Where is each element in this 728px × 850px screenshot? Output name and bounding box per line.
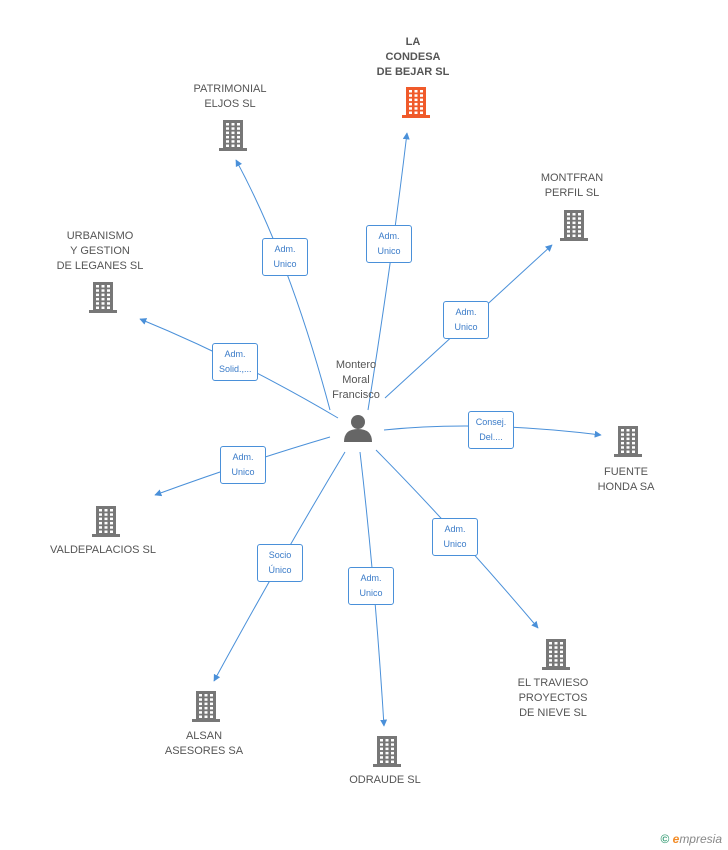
building-icon-odraude: [373, 736, 401, 767]
company-name-la-condesa[interactable]: LA CONDESA DE BEJAR SL: [376, 35, 450, 78]
building-icon-la-condesa: [402, 87, 430, 118]
building-icon-valdepalacios: [92, 506, 120, 537]
person-name[interactable]: Montero Moral Francisco: [332, 359, 380, 401]
edge-label-la-condesa[interactable]: Adm. Unico: [366, 225, 412, 263]
edge-label-urbanismo[interactable]: Adm. Solid.,...: [212, 343, 258, 381]
company-name-el-travieso[interactable]: EL TRAVIESO PROYECTOS DE NIEVE SL: [517, 676, 589, 719]
building-icon-el-travieso: [542, 639, 570, 670]
company-name-montfran[interactable]: MONTFRAN PERFIL SL: [540, 172, 604, 199]
building-icon-fuente-honda: [614, 426, 642, 457]
company-name-valdepalacios[interactable]: VALDEPALACIOS SL: [50, 543, 156, 556]
person-icon: [344, 415, 372, 442]
edge-label-patrimonial[interactable]: Adm. Unico: [262, 238, 308, 276]
building-icon-alsan: [192, 691, 220, 722]
edge-label-el-travieso[interactable]: Adm. Unico: [432, 518, 478, 556]
copyright-symbol: ©: [660, 832, 670, 846]
edge-label-odraude[interactable]: Adm. Unico: [348, 567, 394, 605]
edge-label-valdepalacios[interactable]: Adm. Unico: [220, 446, 266, 484]
edge-la-condesa: [367, 132, 410, 411]
company-name-alsan[interactable]: ALSAN ASESORES SA: [164, 730, 244, 757]
edge-label-fuente-honda[interactable]: Consej. Del....: [468, 411, 514, 449]
edge-label-alsan[interactable]: Socio Único: [257, 544, 303, 582]
brand-logo-text: mpresia: [679, 832, 722, 846]
building-icon-urbanismo: [89, 282, 117, 313]
company-name-urbanismo[interactable]: URBANISMO Y GESTION DE LEGANES SL: [56, 229, 144, 272]
company-name-odraude[interactable]: ODRAUDE SL: [349, 773, 421, 786]
building-icon-montfran: [560, 210, 588, 241]
company-name-fuente-honda[interactable]: FUENTE HONDA SA: [597, 466, 655, 493]
brand-footer: © empresia: [660, 832, 722, 846]
brand-logo-initial: e: [672, 832, 680, 846]
edge-label-montfran[interactable]: Adm. Unico: [443, 301, 489, 339]
company-name-patrimonial[interactable]: PATRIMONIAL ELJOS SL: [193, 83, 267, 110]
building-icon-patrimonial: [219, 120, 247, 151]
